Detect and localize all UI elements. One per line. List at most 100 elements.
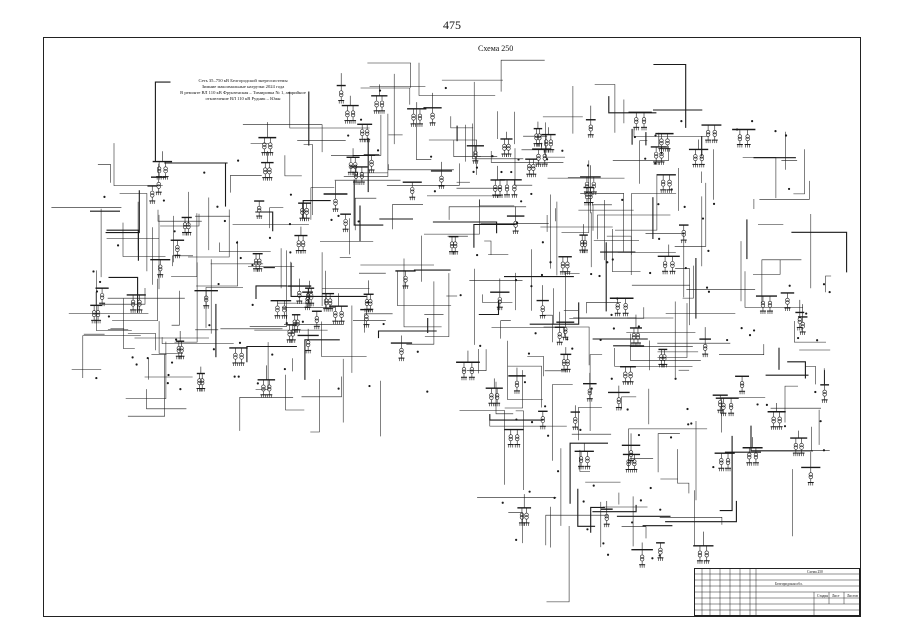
substation-symbol	[556, 321, 575, 341]
transmission-line	[284, 155, 302, 177]
drawing-sheet-border	[43, 37, 861, 617]
transmission-line	[491, 327, 565, 337]
transformer-winding-icon	[239, 352, 244, 358]
transmission-line	[478, 300, 500, 316]
junction-dot	[347, 134, 350, 137]
junction-dot	[382, 322, 385, 326]
transmission-line	[146, 389, 187, 410]
transformer-winding-icon	[295, 322, 300, 327]
transmission-line	[719, 344, 765, 355]
transformer-winding-icon	[489, 393, 494, 398]
transformer-winding-icon	[204, 295, 209, 300]
substation-symbol	[532, 142, 552, 168]
transformer-winding-icon	[626, 461, 631, 467]
transformer-winding-icon	[292, 319, 297, 324]
junction-dot	[517, 158, 520, 161]
stamp-sheet: Лист	[832, 594, 840, 598]
transformer-winding-icon	[721, 405, 726, 410]
transmission-line	[123, 298, 135, 349]
substation-symbol	[621, 433, 641, 464]
transmission-line	[125, 341, 167, 399]
transformer-winding-icon	[623, 374, 628, 379]
substation-symbol	[485, 378, 503, 407]
transformer-winding-icon	[634, 117, 639, 122]
transformer-winding-icon	[364, 314, 369, 319]
transmission-line	[515, 410, 524, 490]
transformer-winding-icon	[712, 132, 717, 137]
transformer-winding-icon	[588, 124, 593, 129]
transformer-winding-icon	[309, 293, 314, 298]
transformer-winding-icon	[793, 442, 798, 448]
transformer-winding-icon	[345, 110, 350, 115]
substation-symbol	[499, 179, 522, 198]
junction-dot	[256, 382, 259, 385]
substation-symbol	[254, 200, 265, 220]
transformer-winding-icon	[295, 319, 300, 324]
transformer-winding-icon	[328, 298, 333, 303]
junction-dot	[686, 407, 689, 411]
substation-symbol	[448, 235, 459, 255]
junction-dot	[690, 422, 693, 425]
transmission-line	[484, 240, 492, 255]
substation-symbol	[350, 166, 368, 185]
transformer-winding-icon	[800, 324, 805, 329]
transformer-winding-icon	[150, 193, 155, 198]
transformer-winding-icon	[693, 156, 698, 162]
junction-dot	[649, 486, 652, 490]
transformer-winding-icon	[719, 458, 724, 463]
junction-dot	[654, 162, 657, 165]
junction-dot	[95, 376, 98, 380]
transmission-line	[657, 433, 680, 473]
transmission-line	[490, 151, 564, 163]
transformer-winding-icon	[582, 240, 588, 245]
junction-dot	[599, 338, 602, 341]
transformer-winding-icon	[665, 141, 670, 146]
junction-dot	[251, 303, 254, 306]
junction-dot	[816, 339, 819, 342]
junction-dot	[116, 244, 120, 247]
substation-symbol	[402, 181, 422, 201]
junction-dot	[680, 120, 683, 123]
transformer-winding-icon	[699, 154, 704, 159]
transformer-winding-icon	[661, 182, 666, 187]
transmission-line	[106, 229, 139, 261]
transmission-line	[682, 265, 694, 299]
junction-dot	[237, 375, 240, 378]
transmission-line	[674, 182, 707, 247]
transformer-winding-icon	[156, 184, 161, 189]
substation-symbol	[755, 295, 777, 315]
transmission-line	[565, 273, 580, 325]
substation-symbol	[801, 451, 821, 486]
transformer-winding-icon	[493, 187, 498, 192]
transformer-winding-icon	[777, 419, 782, 424]
transformer-winding-icon	[623, 371, 628, 376]
transmission-line	[269, 207, 284, 229]
transmission-line	[157, 209, 202, 222]
transformer-winding-icon	[262, 145, 267, 150]
transmission-line	[367, 62, 411, 88]
substation-symbol	[90, 292, 102, 324]
transformer-winding-icon	[793, 445, 798, 450]
transmission-line	[793, 149, 805, 195]
transmission-line	[161, 337, 234, 344]
substation-symbol	[536, 285, 549, 319]
transformer-winding-icon	[725, 458, 731, 463]
transformer-winding-icon	[353, 162, 358, 167]
junction-dot	[582, 500, 585, 503]
transformer-winding-icon	[515, 434, 520, 439]
transmission-line	[105, 190, 140, 234]
transformer-winding-icon	[628, 374, 633, 379]
transformer-winding-icon	[661, 179, 666, 184]
junction-dot	[237, 159, 240, 162]
transmission-line	[507, 340, 543, 400]
transmission-line	[589, 354, 603, 431]
junction-dot	[705, 286, 709, 289]
transformer-winding-icon	[309, 295, 314, 300]
transformer-winding-icon	[275, 308, 280, 313]
transmission-line	[242, 124, 323, 153]
junction-dot	[416, 350, 419, 353]
junction-dot	[515, 221, 519, 224]
transmission-line	[428, 139, 477, 175]
transformer-winding-icon	[374, 103, 379, 108]
junction-dot	[674, 377, 677, 380]
